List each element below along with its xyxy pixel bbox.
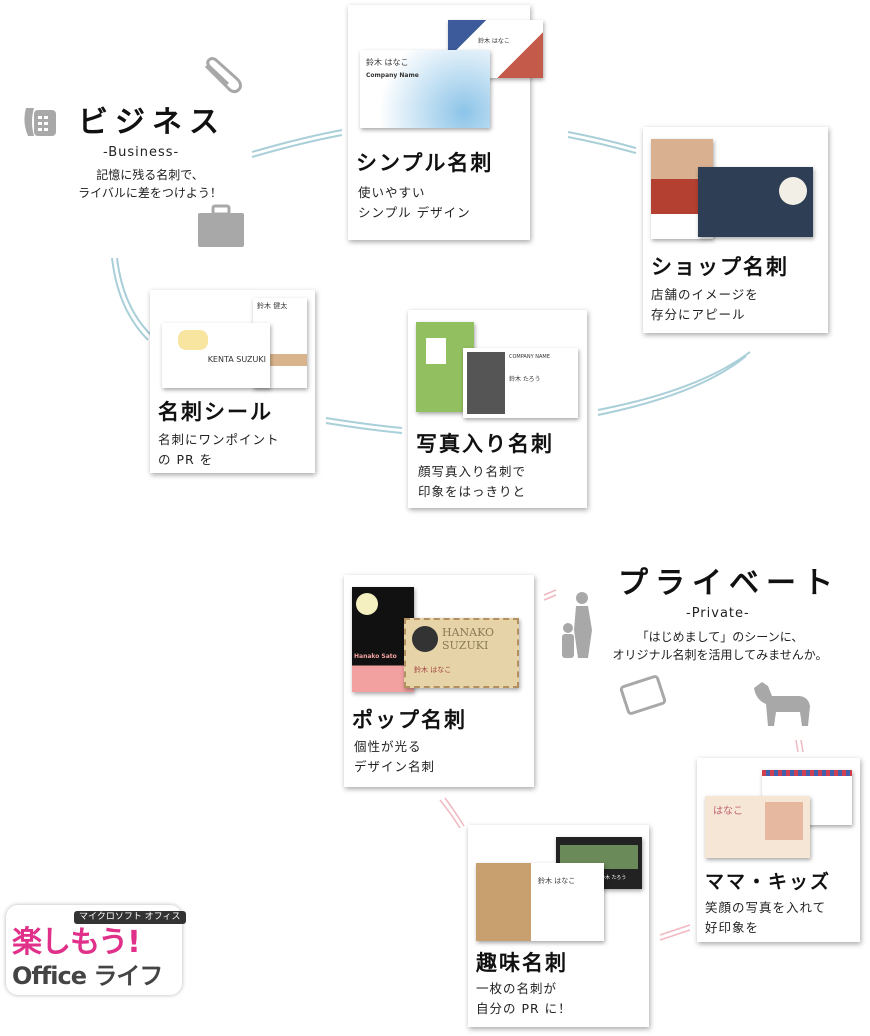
sample-company: COMPANY NAME xyxy=(509,354,550,360)
logo-top: マイクロソフト オフィス xyxy=(74,911,186,924)
card-seal[interactable]: 鈴木 健太 KENTA SUZUKI 名刺シール 名刺にワンポイントの PR を xyxy=(150,290,315,473)
mother-child-icon xyxy=(556,590,600,660)
sample-name: 鈴木 はなこ xyxy=(538,877,576,885)
business-desc: 記憶に残る名刺で、 ライバルに差をつけよう！ xyxy=(60,166,240,202)
card-photo[interactable]: COMPANY NAME 鈴木 たろう 写真入り名刺 顔写真入り名刺で印象をはっき… xyxy=(408,310,587,508)
card-sample-back: Hanako Sato xyxy=(352,587,414,692)
card-sample-front: 鈴木 はなこ Company Name xyxy=(360,50,490,128)
card-desc: 一枚の名刺が自分の PR に！ xyxy=(476,981,572,1016)
sample-name: HANAKO SUZUKI xyxy=(442,626,495,652)
card-pop[interactable]: Hanako Sato HANAKO SUZUKI 鈴木 はなこ ポップ名刺 個性… xyxy=(344,575,534,787)
business-subtitle: -Business- xyxy=(103,145,180,160)
card-title: 名刺シール xyxy=(158,400,273,424)
card-title: 写真入り名刺 xyxy=(416,432,554,456)
desc-line: 記憶に残る名刺で、 xyxy=(96,168,204,182)
paperclip-icon xyxy=(200,56,244,96)
card-title: ポップ名刺 xyxy=(352,708,467,732)
desc-line: 「はじめまして」のシーンに、 xyxy=(636,630,804,644)
sample-name: 鈴木 健太 xyxy=(257,302,288,310)
card-desc: 店舗のイメージを存分にアピール xyxy=(651,287,759,322)
tablet-icon xyxy=(618,675,668,715)
card-mama[interactable]: はなこ ママ・キッズ 笑顔の写真を入れて好印象を xyxy=(697,758,860,942)
card-desc: 顔写真入り名刺で印象をはっきりと xyxy=(418,464,527,499)
dog-icon xyxy=(750,678,814,728)
desc-line: オリジナル名刺を活用してみませんか。 xyxy=(612,648,828,662)
sample-name: 鈴木 たろう xyxy=(600,875,627,881)
sample-company: Company Name xyxy=(366,72,419,79)
card-sample-front: 鈴木 はなこ xyxy=(476,863,604,941)
card-title: ママ・キッズ xyxy=(705,871,832,893)
sample-name: 鈴木 はなこ xyxy=(414,666,452,674)
card-sample-front: KENTA SUZUKI xyxy=(162,323,270,388)
sample-name: KENTA SUZUKI xyxy=(207,355,266,364)
card-sample-front: HANAKO SUZUKI 鈴木 はなこ xyxy=(404,618,519,688)
business-title: ビジネス xyxy=(78,105,226,140)
card-desc: 笑顔の写真を入れて好印象を xyxy=(705,900,827,935)
sample-name: Hanako Sato xyxy=(354,653,397,660)
card-sample-front xyxy=(698,167,813,237)
private-title: プライベート xyxy=(618,566,840,601)
card-title: ショップ名刺 xyxy=(651,255,789,279)
sample-name: 鈴木 はなこ xyxy=(366,58,409,67)
card-desc: 使いやすいシンプル デザイン xyxy=(358,185,471,220)
sample-name: 鈴木 たろう xyxy=(509,376,541,383)
logo-bottom: Office ライフ xyxy=(12,962,163,990)
card-title: 趣味名刺 xyxy=(476,951,568,975)
telephone-icon xyxy=(20,104,60,140)
private-desc: 「はじめまして」のシーンに、 オリジナル名刺を活用してみませんか。 xyxy=(600,628,840,664)
card-title: シンプル名刺 xyxy=(356,151,494,175)
card-hobby[interactable]: 鈴木 たろう 鈴木 はなこ 趣味名刺 一枚の名刺が自分の PR に！ xyxy=(468,825,649,1027)
desc-line: ライバルに差をつけよう！ xyxy=(78,186,222,200)
card-shop[interactable]: ショップ名刺 店舗のイメージを存分にアピール xyxy=(643,127,828,333)
card-sample-front: COMPANY NAME 鈴木 たろう xyxy=(463,348,578,418)
briefcase-icon xyxy=(196,204,246,248)
sample-name: はなこ xyxy=(713,806,743,817)
card-simple[interactable]: 鈴木 はなこ 鈴木 はなこ Company Name シンプル名刺 使いやすいシ… xyxy=(348,5,543,240)
card-desc: 個性が光るデザイン名刺 xyxy=(354,739,436,774)
sample-name: 鈴木 はなこ xyxy=(478,38,510,45)
logo-main: 楽しもう! xyxy=(12,925,141,960)
private-subtitle: -Private- xyxy=(686,606,750,621)
card-desc: 名刺にワンポイントの PR を xyxy=(158,432,280,467)
card-sample-front: はなこ xyxy=(705,796,810,858)
office-life-logo: マイクロソフト オフィス 楽しもう! Office ライフ xyxy=(6,905,186,995)
